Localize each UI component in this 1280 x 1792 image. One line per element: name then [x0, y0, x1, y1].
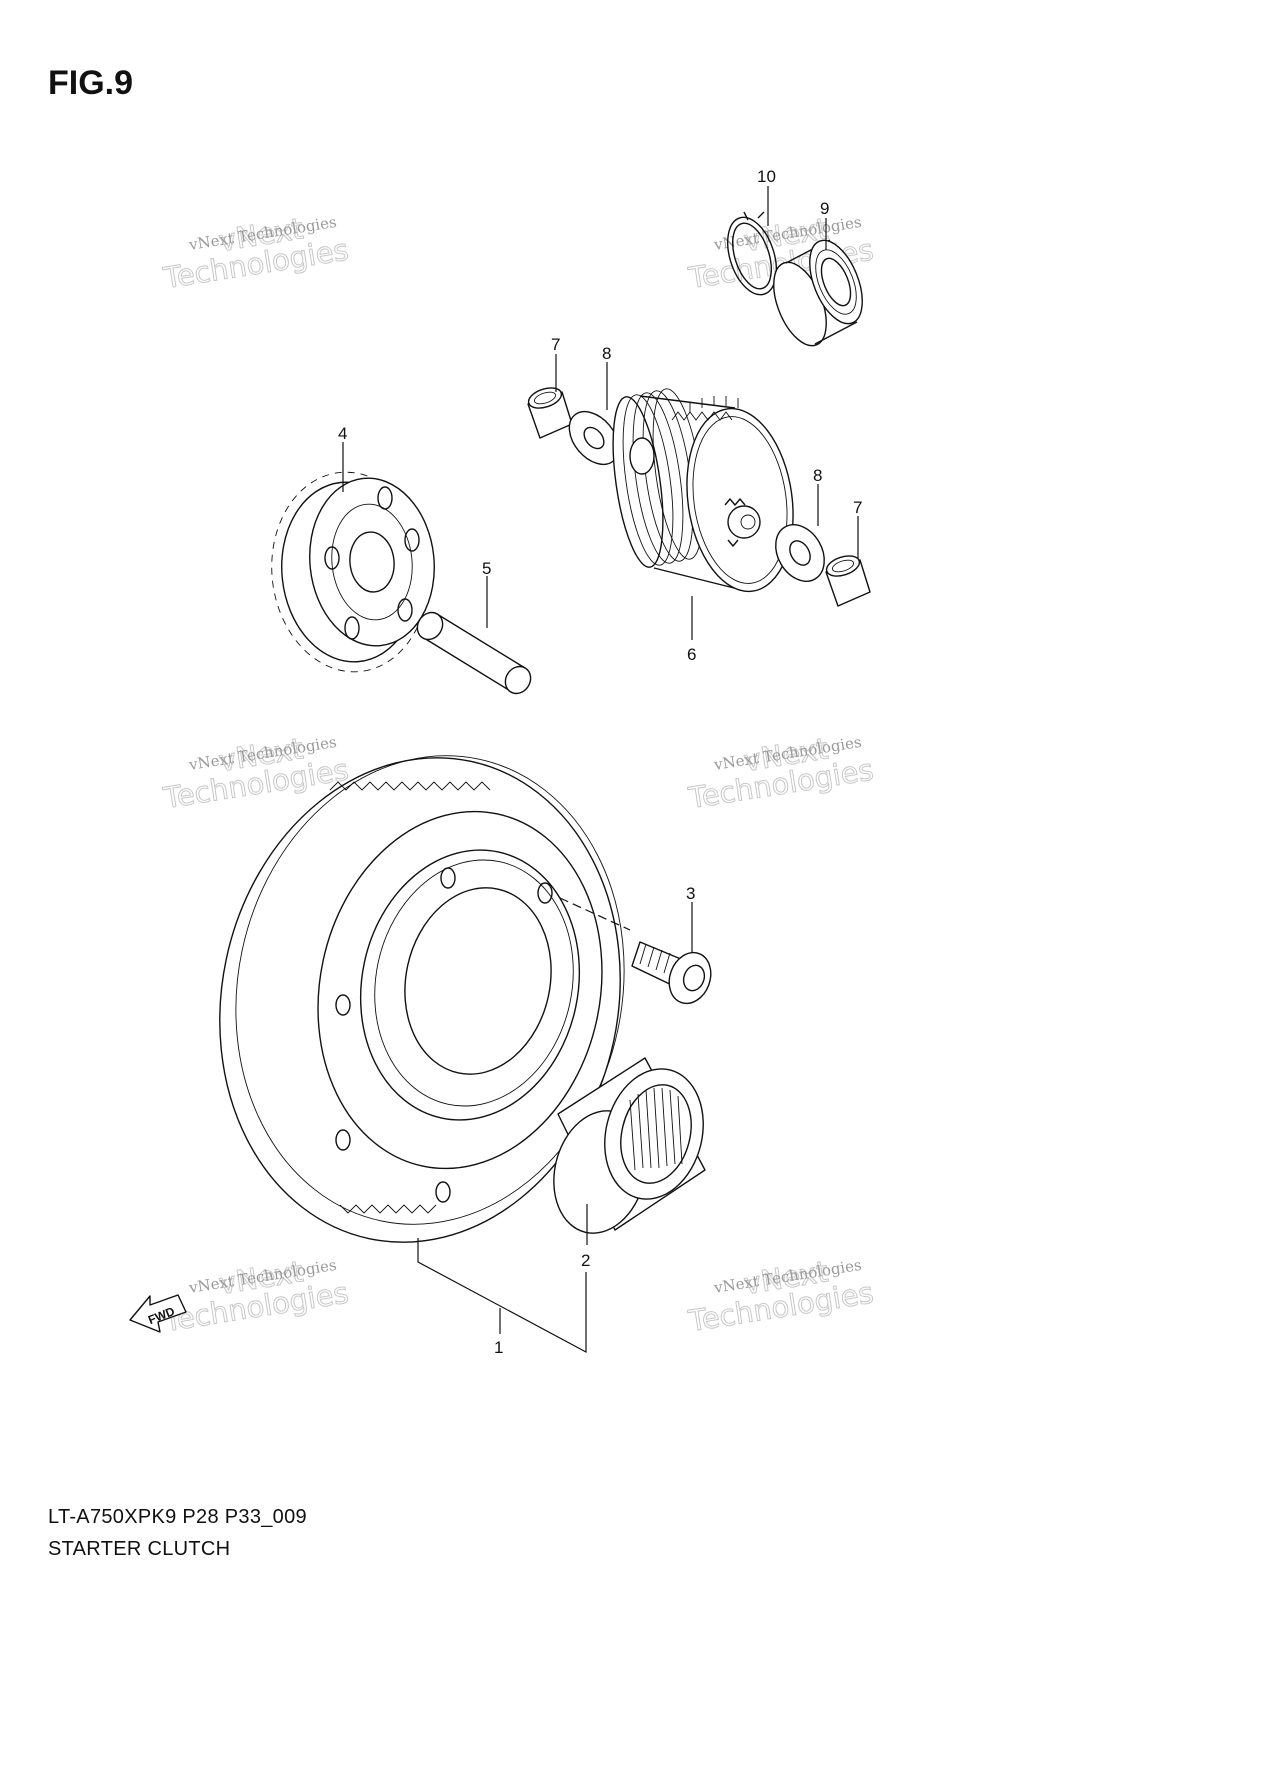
callout-1: 1: [494, 1338, 503, 1357]
part-ball-bearing: [773, 239, 863, 347]
callout-3: 3: [686, 884, 695, 903]
part-bushing-lower: [825, 555, 871, 607]
callout-2: 2: [581, 1251, 590, 1270]
diagram-name: STARTER CLUTCH: [48, 1538, 231, 1560]
part-washer-lower: [775, 524, 825, 582]
part-needle-bearing: [553, 1057, 706, 1234]
part-idle-gear: [271, 471, 435, 673]
part-starter-driven-gear: [219, 755, 631, 1243]
callout-4: 4: [338, 424, 347, 443]
callout-8-upper: 8: [602, 344, 611, 363]
callout-8-lower: 8: [813, 466, 822, 485]
part-shaft: [416, 611, 532, 695]
callout-labels: 1 2 3 4 5 6 7 8 7 8 9 10: [338, 167, 862, 1357]
fwd-arrow: FWD: [129, 1294, 187, 1333]
watermark: Technologies vNext vNext Technologies: [685, 1254, 876, 1339]
callout-6: 6: [687, 645, 696, 664]
callout-9: 9: [820, 199, 829, 218]
part-bushing-upper: [527, 387, 573, 439]
callout-5: 5: [482, 559, 491, 578]
callout-10: 10: [757, 167, 776, 186]
part-clutch-assembly: [612, 388, 794, 593]
part-bolt: [631, 941, 712, 1005]
callout-7-upper: 7: [551, 335, 560, 354]
leader-lines: [342, 186, 859, 1354]
part-circlip: [726, 211, 778, 296]
watermark: Technologies vNext vNext Technologies: [160, 211, 351, 296]
watermark: Technologies vNext vNext Technologies: [685, 731, 876, 816]
figure-title: FIG.9: [48, 64, 134, 102]
watermark: Technologies vNext vNext Technologies: [160, 1254, 351, 1339]
diagram-code: LT-A750XPK9 P28 P33_009: [48, 1506, 307, 1528]
callout-7-lower: 7: [853, 498, 862, 517]
